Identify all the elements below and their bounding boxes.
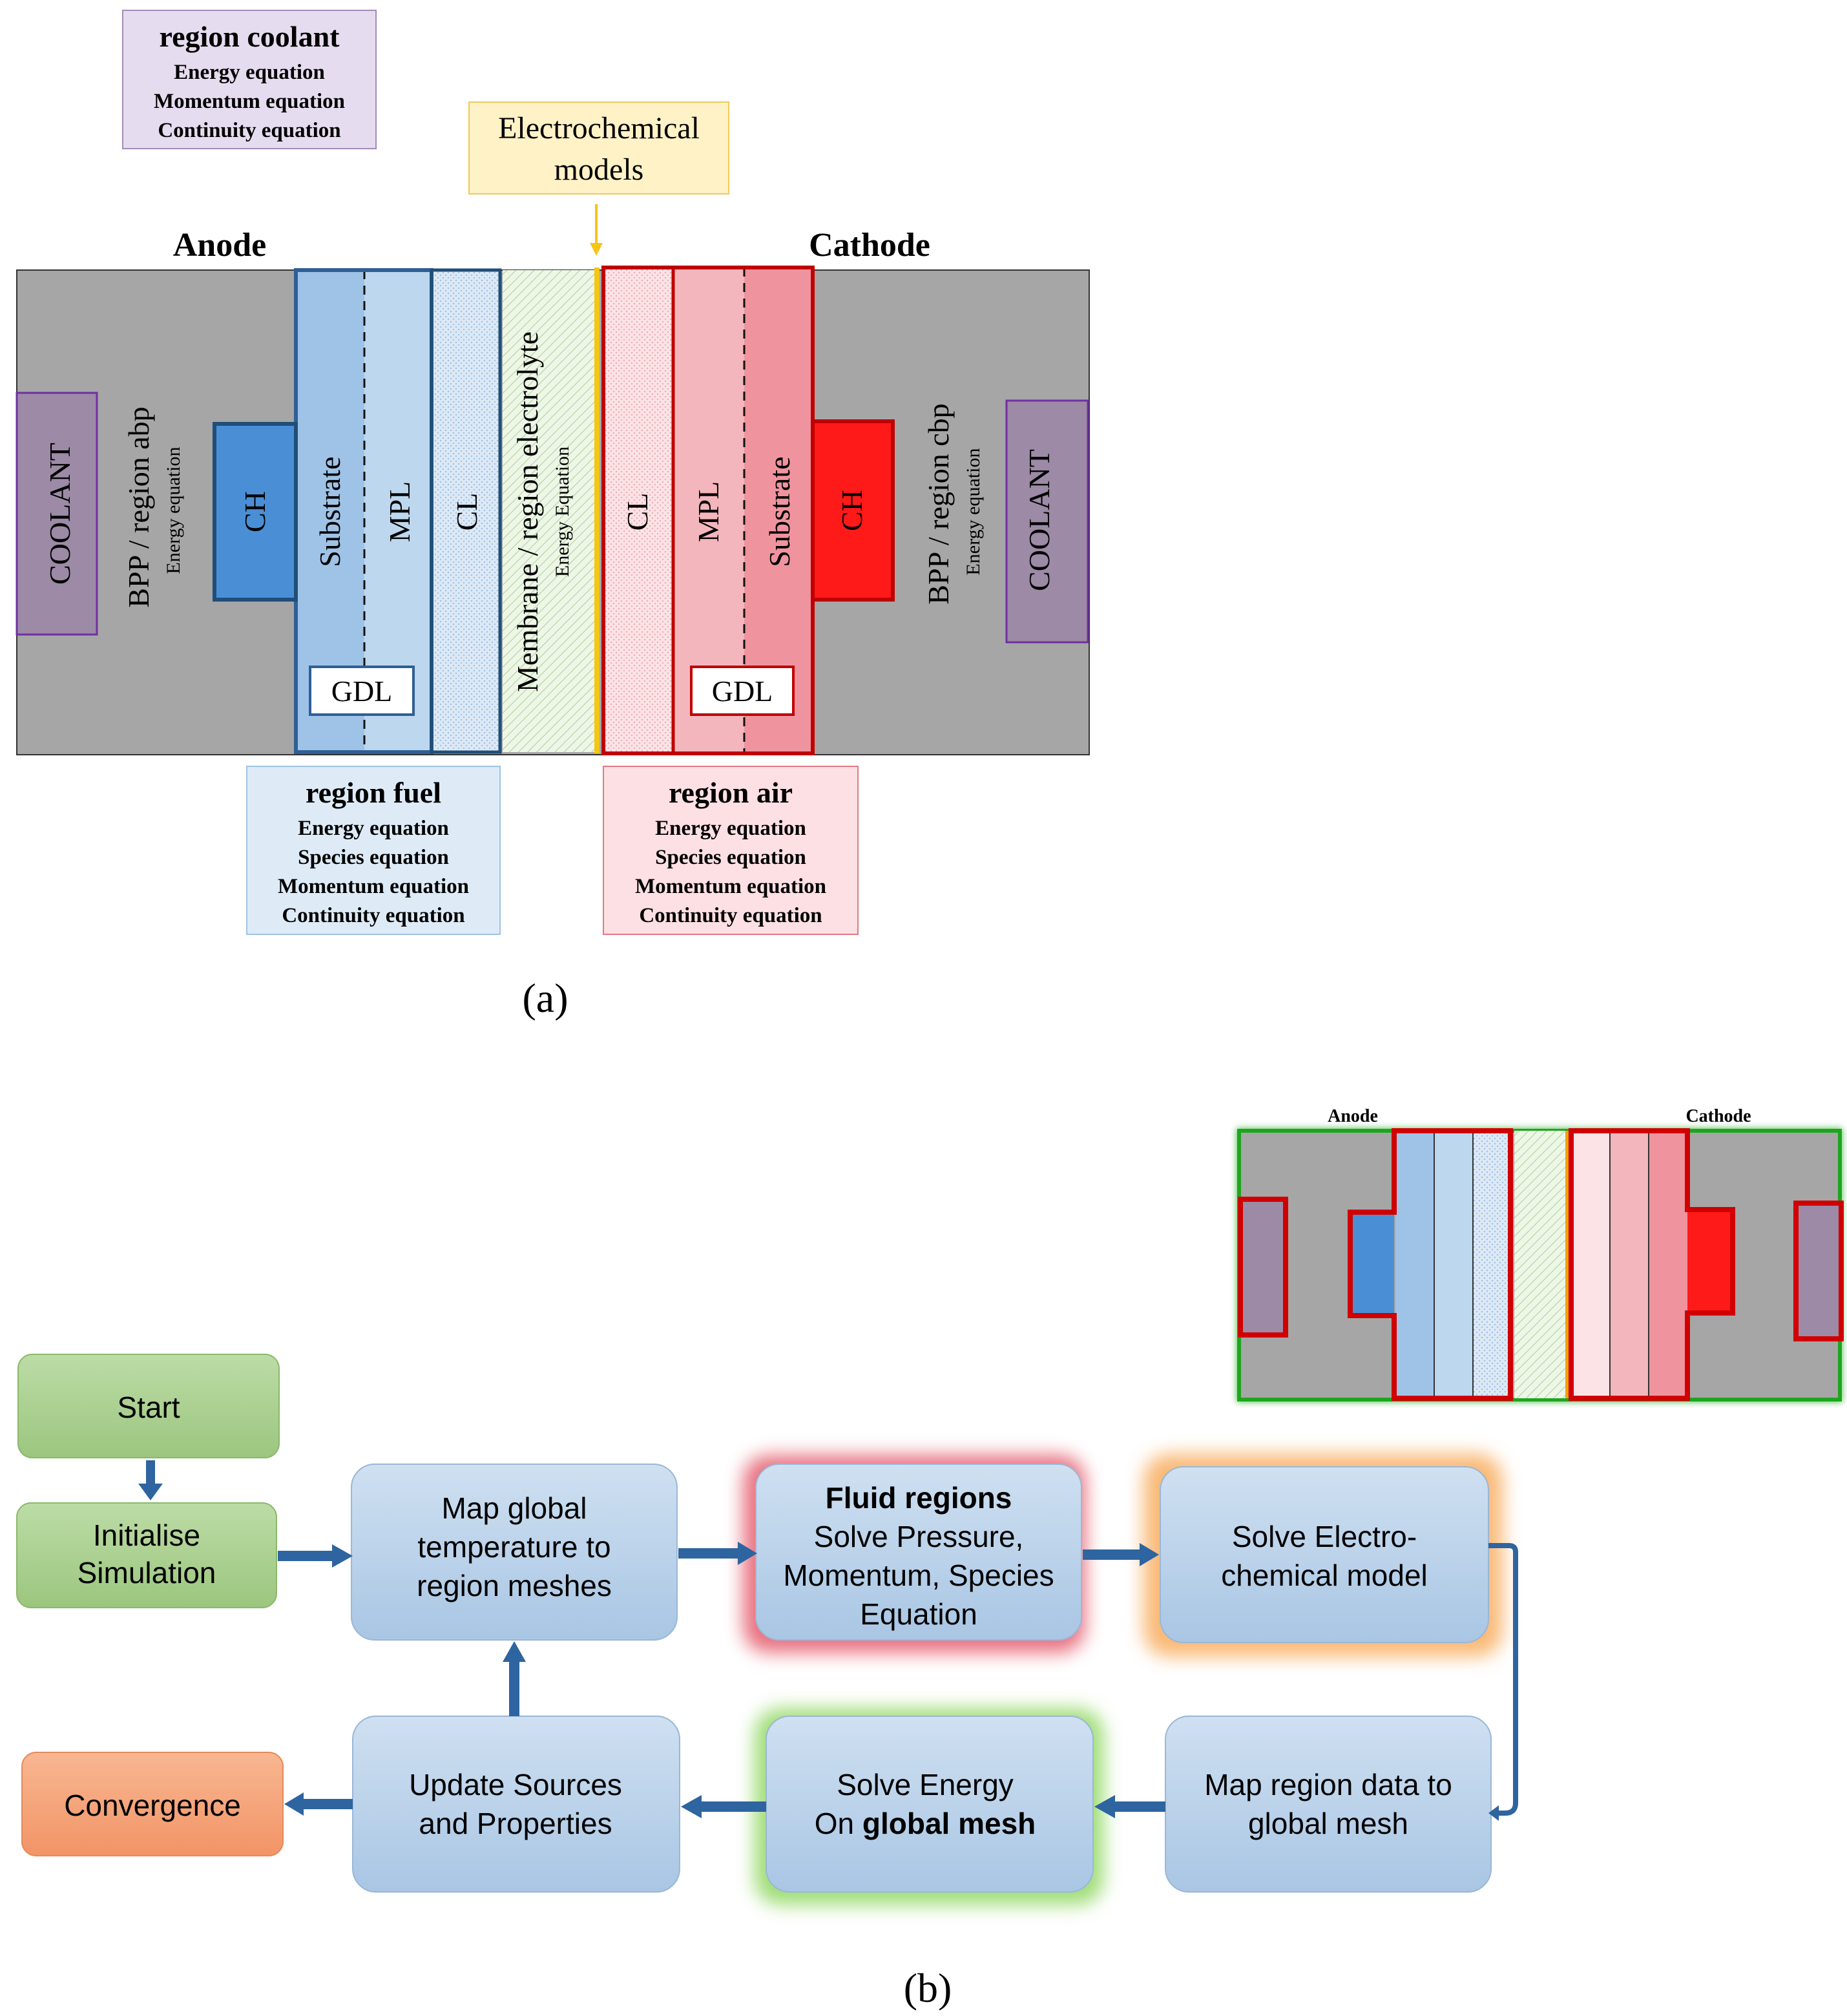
region-air-line: Energy equation xyxy=(655,817,806,840)
anode-cl-border xyxy=(430,268,502,754)
cathode-mpl-label: MPL xyxy=(692,481,725,543)
electrochemical-models-box: Electrochemical models xyxy=(468,101,729,194)
bpp-right-sub: Energy equation xyxy=(963,448,984,576)
map-global-line1: Map global xyxy=(441,1491,587,1525)
membrane-sub: Energy Equation xyxy=(552,446,573,577)
electrochemical-line2: models xyxy=(554,152,644,187)
fluid-line2: Momentum, Species xyxy=(783,1559,1054,1592)
region-coolant-title: region coolant xyxy=(160,20,340,53)
region-coolant-line: Energy equation xyxy=(174,61,325,84)
flow-arrows xyxy=(138,1460,1165,1818)
electro-line1: Solve Electro- xyxy=(1232,1520,1417,1553)
fluid-regions-box xyxy=(755,1464,1082,1641)
anode-label: Anode xyxy=(173,227,266,264)
mini-cathode-label: Cathode xyxy=(1685,1106,1751,1126)
update-line1: Update Sources xyxy=(409,1768,622,1801)
mini-anode-label: Anode xyxy=(1328,1106,1378,1126)
convergence-label: Convergence xyxy=(64,1789,241,1822)
region-fuel-title: region fuel xyxy=(306,776,441,809)
region-fuel-line: Continuity equation xyxy=(282,904,464,927)
cathode-channel xyxy=(811,419,895,602)
elbow-connector xyxy=(1488,1543,1518,1816)
update-box xyxy=(352,1716,680,1893)
energy-box xyxy=(766,1716,1094,1893)
coolant-left-label: COOLANT xyxy=(43,443,76,585)
initialise-line1: Initialise xyxy=(93,1518,200,1552)
coolant-right xyxy=(1005,399,1089,644)
bpp-left-label: BPP / region abp xyxy=(122,406,155,607)
anode-cl-label: CL xyxy=(450,493,483,531)
map-region-line2: global mesh xyxy=(1248,1807,1408,1840)
region-coolant-line: Continuity equation xyxy=(158,119,340,142)
cathode-cl-label: CL xyxy=(621,493,654,531)
anode-channel xyxy=(213,422,298,602)
region-fuel-line: Momentum equation xyxy=(278,875,469,898)
fluid-line3: Equation xyxy=(860,1597,977,1631)
convergence-box xyxy=(21,1752,284,1856)
energy-line2-bold: global mesh xyxy=(862,1807,1036,1840)
gdl-right-box xyxy=(690,666,795,716)
elbow-arrowhead xyxy=(1488,1805,1499,1821)
map-global-line2: temperature to xyxy=(417,1530,610,1564)
gdl-right-label: GDL xyxy=(712,675,773,708)
fluid-title: Fluid regions xyxy=(826,1481,1012,1515)
gdl-left-label: GDL xyxy=(331,675,393,708)
region-air-line: Continuity equation xyxy=(639,904,822,927)
energy-line2-prefix: On xyxy=(815,1807,862,1840)
energy-line1: Solve Energy xyxy=(837,1768,1014,1801)
region-air-box: region air Energy equation Species equat… xyxy=(603,766,859,935)
membrane xyxy=(503,270,594,752)
mini-cell-diagram: Anode Cathode xyxy=(1237,1106,1844,1402)
map-region-line1: Map region data to xyxy=(1204,1768,1452,1801)
anode-substrate-label: Substrate xyxy=(313,456,346,567)
map-global-box xyxy=(351,1464,678,1641)
initialise-line2: Simulation xyxy=(78,1556,216,1590)
cathode-cl xyxy=(603,268,673,753)
coolant-right-label: COOLANT xyxy=(1023,449,1056,591)
anode-ch-label: CH xyxy=(238,491,271,532)
region-coolant-box: region coolant Energy equation Momentum … xyxy=(122,10,377,149)
bpp-right-label: BPP / region cbp xyxy=(922,403,955,604)
region-fuel-line: Energy equation xyxy=(298,817,449,840)
region-coolant-line: Momentum equation xyxy=(154,90,345,113)
anode-mpl-label: MPL xyxy=(383,481,416,543)
update-line2: and Properties xyxy=(419,1807,612,1840)
region-fuel-line: Species equation xyxy=(298,846,449,869)
electro-box xyxy=(1160,1466,1489,1643)
region-air-line: Momentum equation xyxy=(635,875,826,898)
coolant-left xyxy=(16,392,98,636)
region-air-title: region air xyxy=(669,776,793,809)
initialise-box xyxy=(16,1502,277,1608)
energy-line2: On global mesh xyxy=(815,1807,1036,1840)
electrochemical-line1: Electrochemical xyxy=(498,111,700,145)
membrane-label: Membrane / region electrolyte xyxy=(511,331,544,692)
electro-line2: chemical model xyxy=(1221,1559,1428,1592)
region-air-line: Species equation xyxy=(655,846,806,869)
caption-a: (a) xyxy=(522,975,568,1021)
anode-cl xyxy=(432,270,500,752)
gdl-left-box xyxy=(309,666,415,716)
cathode-label: Cathode xyxy=(809,227,930,264)
caption-b: (b) xyxy=(904,1965,952,2011)
map-region-box xyxy=(1165,1716,1492,1893)
start-box xyxy=(17,1354,280,1458)
start-label: Start xyxy=(117,1391,180,1424)
region-fuel-box: region fuel Energy equation Species equa… xyxy=(246,766,501,935)
cathode-substrate-label: Substrate xyxy=(763,456,796,567)
fluid-line1: Solve Pressure, xyxy=(814,1520,1024,1553)
bpp-left-sub: Energy equation xyxy=(163,447,184,574)
cathode-ch-label: CH xyxy=(835,490,868,531)
map-global-line3: region meshes xyxy=(417,1569,612,1602)
